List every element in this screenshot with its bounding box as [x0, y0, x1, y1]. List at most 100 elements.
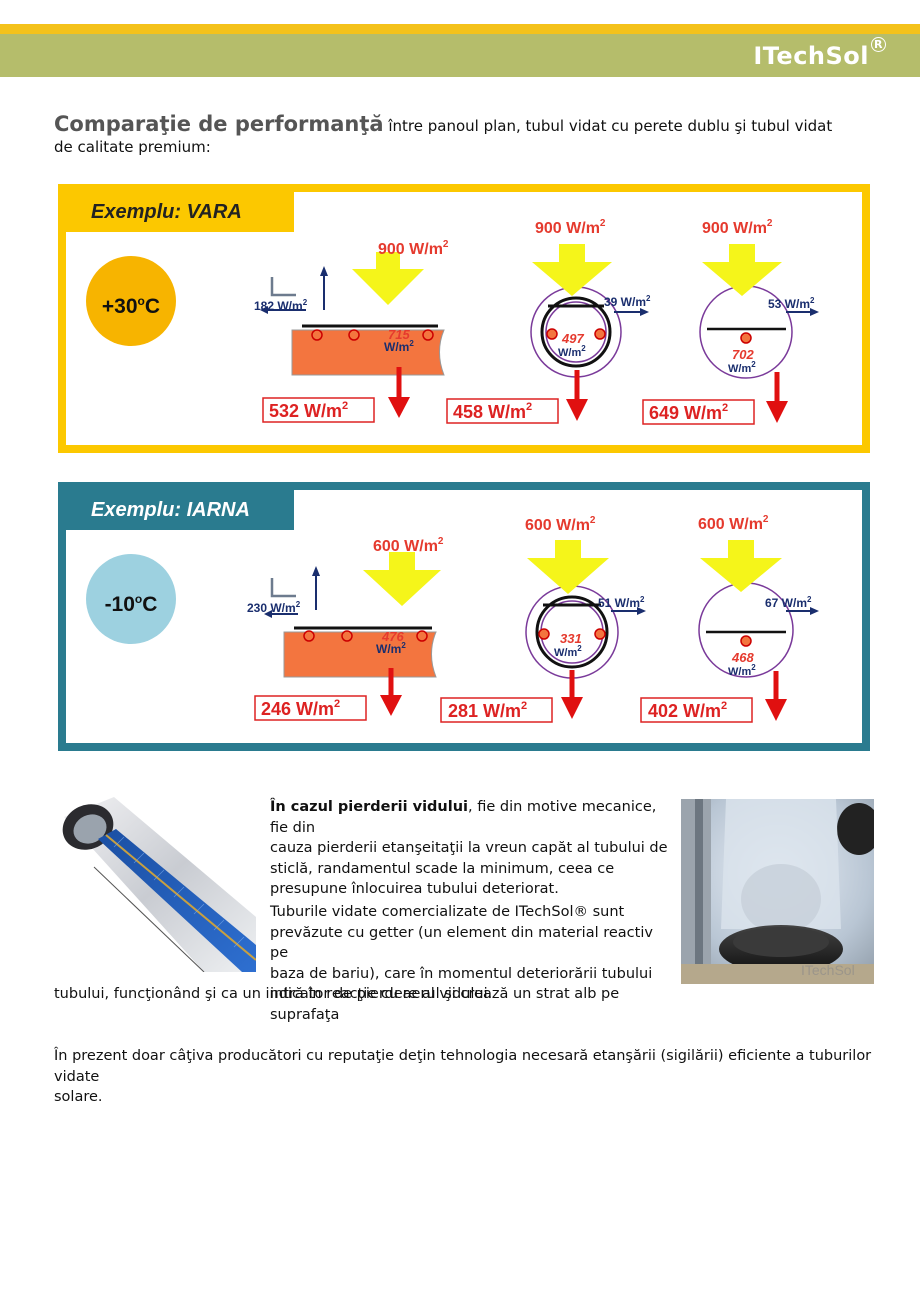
inner-wall — [535, 595, 609, 669]
text-line: prevăzute cu getter (un element din mate… — [270, 924, 653, 962]
winter-example-panel: Exemplu: IARNA -10oC 600 W/m2 230 W/m2 4… — [58, 482, 870, 751]
premium-tube-diagram: 900 W/m2 53 W/m2 702 W/m2 649 W/m2 — [642, 218, 819, 425]
double-absorbed-value: 497 — [561, 331, 584, 346]
flat-panel-diagram: 600 W/m2 230 W/m2 476 W/m2 246 W/m2 — [247, 536, 444, 721]
text-line: intră în reacţie cu aerul şi crează un s… — [270, 986, 620, 1023]
flat-absorbed-unit: W/m2 — [376, 641, 406, 656]
logo-text: ITechSol — [753, 42, 870, 70]
text-line: presupune înlocuirea tubului deteriorat. — [270, 881, 559, 897]
pipe-circle — [740, 635, 752, 647]
header-band — [0, 34, 920, 77]
degree-sign: o — [134, 592, 143, 606]
absorber-box — [283, 631, 437, 678]
double-absorbed-value: 331 — [560, 631, 582, 646]
flat-output-box — [262, 397, 375, 423]
text-line: cauza pierderii etanşeitaţii la vreun ca… — [270, 840, 668, 856]
summer-title: Exemplu: VARA — [66, 192, 294, 232]
flat-incident-label: 900 W/m2 — [378, 239, 449, 258]
pipe-circle — [538, 628, 550, 640]
sun-arrow — [527, 540, 609, 594]
sun-arrow — [363, 552, 441, 606]
double-incident-label: 900 W/m2 — [535, 218, 606, 237]
double-output-box — [446, 398, 559, 424]
degree-sign: o — [137, 294, 145, 308]
double-incident-label: 600 W/m2 — [525, 515, 596, 534]
sun-arrow — [532, 244, 612, 296]
winter-title: Exemplu: IARNA — [66, 490, 294, 530]
inner-wall — [540, 296, 612, 368]
premium-output-box — [640, 697, 753, 723]
premium-loss-label: 53 W/m2 — [768, 296, 815, 311]
damaged-tube-photo: ITechSol — [681, 799, 874, 984]
winter-temperature-badge: -10oC — [86, 554, 176, 644]
text-line: Tuburile vidate comercializate de ITechS… — [270, 904, 625, 920]
summer-diagram: 900 W/m2 182 W/m2 715 W/m2 532 W/m2 900 … — [254, 218, 819, 425]
double-output-label: 281 W/m2 — [448, 700, 527, 721]
double-wall-tube-diagram: 900 W/m2 39 W/m2 497 W/m2 458 W/m2 — [446, 218, 651, 424]
photo-watermark: ITechSol — [801, 962, 855, 978]
vacuum-tube-photo — [54, 797, 256, 972]
flat-absorbed-value: 476 — [381, 629, 404, 644]
celsius-unit: C — [142, 593, 158, 616]
double-absorbed-unit: W/m2 — [554, 644, 582, 659]
manufacturers-paragraph: În prezent doar câţiva producători cu re… — [54, 1046, 884, 1108]
double-loss-label: 51 W/m2 — [598, 595, 645, 610]
getter-paragraph: Tuburile vidate comercializate de ITechS… — [270, 902, 675, 1025]
top-accent-bar — [0, 24, 920, 34]
premium-incident-label: 900 W/m2 — [702, 218, 773, 237]
premium-absorbed-value: 468 — [731, 650, 754, 665]
premium-absorbed-value: 702 — [732, 347, 754, 362]
flat-panel-diagram: 900 W/m2 182 W/m2 715 W/m2 532 W/m2 — [254, 239, 449, 423]
flat-output-box — [254, 695, 367, 721]
pipe-circle — [348, 329, 360, 341]
sun-arrow — [352, 252, 424, 305]
frame-line — [270, 578, 296, 598]
pipe-circle — [416, 630, 428, 642]
double-output-box — [440, 697, 553, 723]
pipe-circle — [311, 329, 323, 341]
premium-absorbed-unit: W/m2 — [728, 663, 756, 678]
text-line: sticlă, randamentul scade la minimum, ce… — [270, 860, 615, 877]
intro-heading: Comparaţie de performanţă — [54, 112, 384, 136]
premium-absorbed-unit: W/m2 — [728, 360, 756, 375]
premium-loss-label: 67 W/m2 — [765, 595, 812, 610]
double-absorbed-unit: W/m2 — [558, 344, 586, 359]
summer-temp-value: +30 — [101, 295, 138, 318]
sun-arrow — [702, 244, 782, 296]
text-line: solare. — [54, 1089, 103, 1105]
sun-arrow — [700, 540, 782, 592]
double-wall-tube-diagram: 600 W/m2 51 W/m2 331 W/m2 281 W/m2 — [440, 515, 646, 723]
winter-temp-value: -10 — [104, 593, 135, 616]
getter-paragraph-end: tubului, funcţionând şi ca un indicator … — [54, 984, 674, 1005]
summer-example-panel: Exemplu: VARA +30oC 900 W/m2 182 W/m2 71… — [58, 184, 870, 453]
flat-output-label: 246 W/m2 — [261, 698, 340, 719]
pipe-circle — [303, 630, 315, 642]
pipe-circle — [594, 328, 606, 340]
registered-mark: R — [871, 37, 886, 52]
premium-output-box — [642, 399, 755, 425]
flat-loss-label: 230 W/m2 — [247, 600, 301, 615]
pipe-circle — [594, 628, 606, 640]
premium-output-label: 402 W/m2 — [648, 700, 727, 721]
text-line: În prezent doar câţiva producători cu re… — [54, 1048, 872, 1085]
intro-paragraph: Comparaţie de performanţă între panoul p… — [54, 114, 844, 158]
vacuum-loss-paragraph: În cazul pierderii vidului, fie din moti… — [270, 797, 670, 900]
text-line: tubului, funcţionând şi ca un indicator … — [54, 986, 493, 1002]
flat-incident-label: 600 W/m2 — [373, 536, 444, 555]
flat-absorbed-unit: W/m2 — [384, 339, 414, 354]
pipe-circle — [341, 630, 353, 642]
double-loss-label: 39 W/m2 — [604, 294, 651, 309]
text-span: , fie din motive mecanice, fie din — [270, 799, 657, 836]
flat-absorbed-value: 715 — [388, 327, 410, 342]
premium-output-label: 649 W/m2 — [649, 402, 728, 423]
text-line: În cazul pierderii vidului, fie din moti… — [270, 797, 670, 838]
absorber-box — [291, 329, 445, 376]
double-output-label: 458 W/m2 — [453, 401, 532, 422]
frame-line — [270, 277, 296, 297]
flat-loss-label: 182 W/m2 — [254, 298, 308, 313]
pipe-circle — [740, 332, 752, 344]
vacuum-loss-bold: În cazul pierderii vidului — [270, 799, 469, 815]
text-line: baza de bariu), care în momentul deterio… — [270, 965, 653, 982]
premium-tube-diagram: 600 W/m2 67 W/m2 468 W/m2 402 W/m2 — [640, 514, 819, 723]
